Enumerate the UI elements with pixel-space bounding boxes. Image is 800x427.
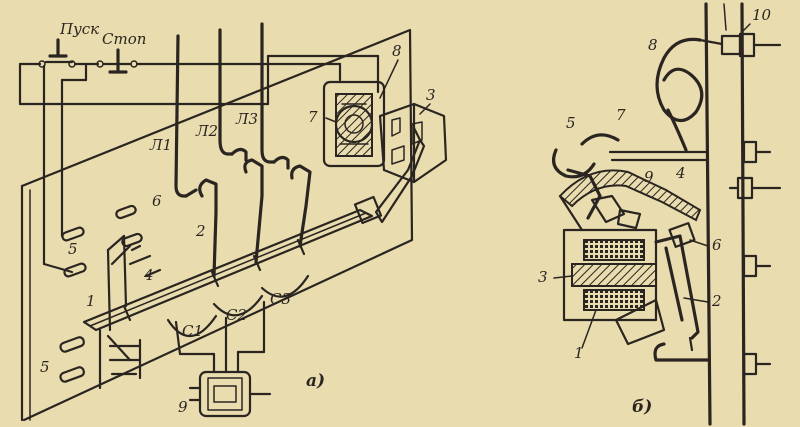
line-leads [174, 22, 290, 198]
hook-5-7 [552, 133, 710, 179]
label-b-9: 9 [644, 168, 654, 186]
arc-contacts [166, 274, 310, 374]
label-l3: Л3 [235, 110, 258, 128]
label-b-6: 6 [712, 236, 722, 254]
motor [188, 370, 272, 418]
label-a-3: 3 [426, 86, 436, 104]
label-a-1: 1 [86, 292, 96, 310]
label-a-5-bottom: 5 [40, 358, 50, 376]
label-a-2: 2 [195, 222, 206, 240]
lead-l2 [218, 28, 234, 156]
figure-a: Пуск Стоп Л1 Л2 Л3 С1 С2 С3 1 2 3 4 5 5 … [18, 20, 448, 422]
bolt-2 [742, 140, 772, 164]
spring-8 [655, 37, 724, 152]
coil-upper [583, 239, 645, 261]
lead-l3 [260, 22, 276, 164]
label-b-4: 4 [675, 164, 686, 182]
label-a-9: 9 [178, 398, 188, 416]
main-shaft [82, 195, 383, 332]
label-c2: С2 [226, 306, 247, 324]
label-b-3: 3 [538, 268, 548, 286]
label-b-7: 7 [616, 106, 626, 124]
magnet-core-3 [378, 102, 448, 184]
label-a-6: 6 [152, 192, 162, 210]
label-c1: С1 [182, 322, 203, 340]
label-a-5-top: 5 [68, 240, 78, 258]
coil-7 [322, 80, 386, 168]
label-a-8: 8 [392, 42, 402, 60]
label-pusk: Пуск [59, 20, 99, 38]
label-b-10: 10 [752, 6, 772, 24]
armature-assembly [558, 168, 702, 232]
bolt-3 [728, 176, 782, 200]
core-middle [571, 263, 657, 287]
label-b-8: 8 [648, 36, 658, 54]
label-b-1: 1 [574, 344, 584, 362]
bolt-4 [742, 254, 772, 278]
contact-bridges [198, 158, 312, 278]
coil-lower [583, 289, 645, 311]
figure-b: 10 8 5 7 9 4 6 3 2 1 б) [538, 2, 782, 426]
lead-l1 [174, 34, 188, 198]
lever-4 [98, 234, 162, 390]
label-c3: С3 [270, 290, 291, 308]
label-a-7: 7 [308, 108, 318, 126]
control-circuit [18, 38, 380, 274]
panel-vertical [704, 2, 746, 426]
terminal-bolts [720, 32, 782, 376]
label-l2: Л2 [195, 122, 218, 140]
label-b-2: 2 [711, 292, 722, 310]
label-l1: Л1 [149, 136, 172, 154]
terminal-studs [59, 204, 143, 383]
label-sub-b: б) [632, 397, 652, 417]
label-stop: Стоп [102, 30, 146, 48]
label-b-5: 5 [566, 114, 576, 132]
bolt-5 [742, 352, 772, 376]
label-a-4: 4 [143, 266, 154, 284]
bolt-1 [720, 32, 782, 58]
electromagnet-b [562, 222, 700, 346]
bracket-bottom [653, 336, 710, 362]
mounting-panel [20, 28, 414, 422]
label-sub-a: а) [306, 371, 325, 391]
